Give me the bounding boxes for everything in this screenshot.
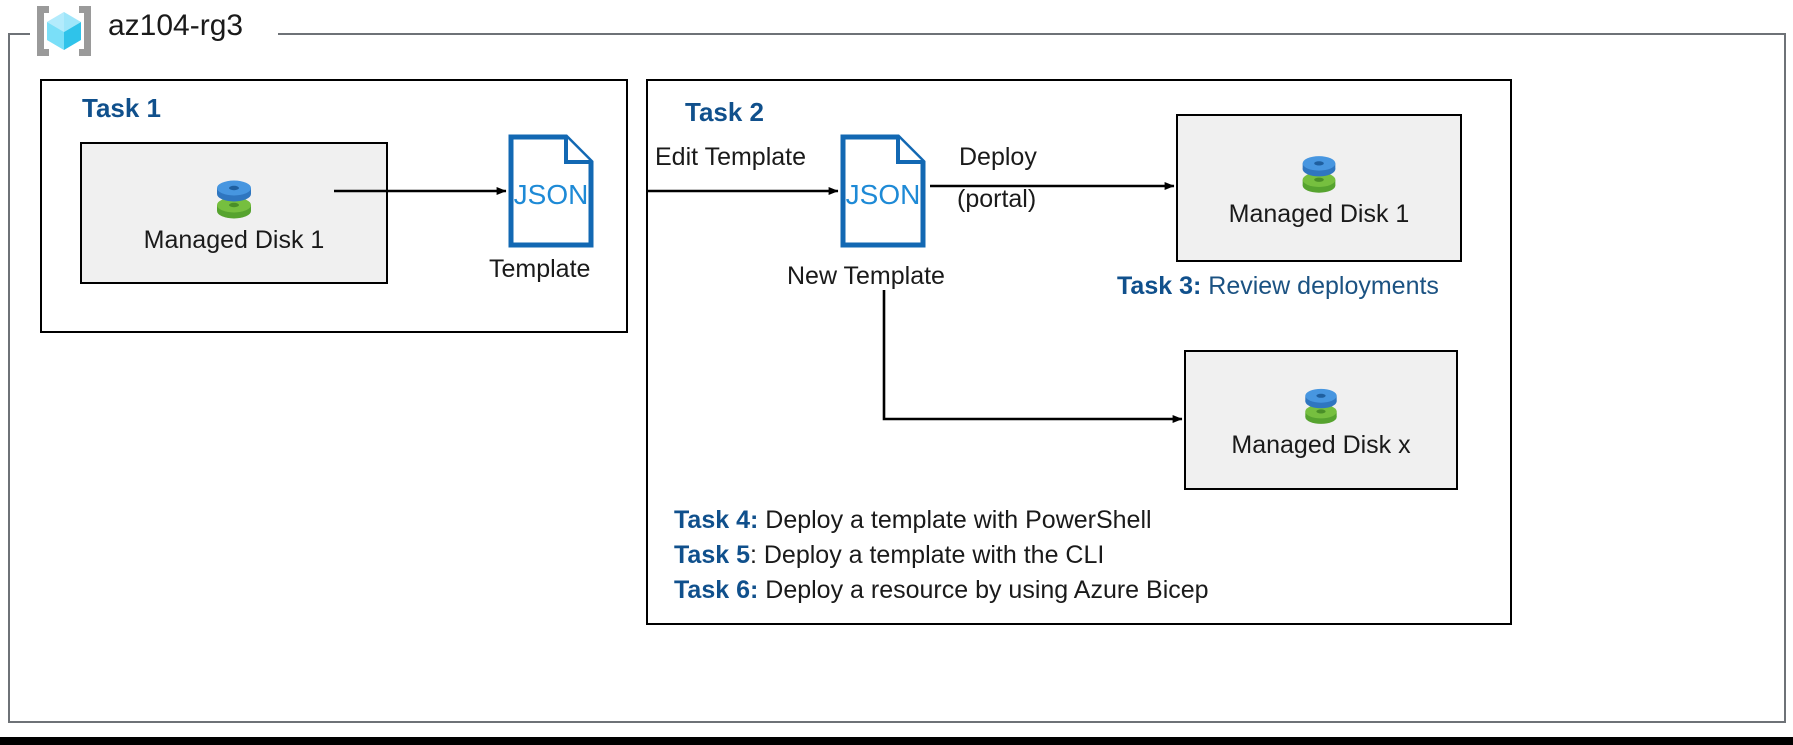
json-document-icon-new-template: JSON [840,134,926,248]
resource-managed-disk-x: Managed Disk x [1184,350,1458,490]
note-task-3: Task 3: Review deployments [1117,272,1439,301]
task-2-heading: Task 2 [685,97,765,127]
note-task-4: Task 4: Deploy a template with PowerShel… [674,506,1152,535]
svg-text:JSON: JSON [514,179,589,210]
note-task-6-body: Deploy a resource by using Azure Bicep [758,576,1209,604]
page-bottom-edge [0,737,1793,745]
edge-label-edit-template: Edit Template [655,143,807,171]
note-task-3-body: Review deployments [1201,272,1439,300]
resource-label: Managed Disk 1 [143,225,325,254]
resource-group-frame-top-right [278,33,1786,35]
resource-label: Managed Disk x [1231,430,1411,459]
svg-text:JSON: JSON [846,179,921,210]
note-task-5-key: Task 5 [674,541,750,569]
managed-disk-icon [1297,381,1345,429]
resource-managed-disk-1-task2: Managed Disk 1 [1176,114,1462,262]
note-task-3-key: Task 3: [1117,272,1202,300]
edge-label-deploy: Deploy [959,143,1037,171]
resource-managed-disk-1-task1: Managed Disk 1 [80,142,388,284]
json-document-icon-template: JSON [508,134,594,248]
task-1-heading: Task 1 [82,93,162,123]
resource-label: Managed Disk 1 [1228,199,1410,228]
note-task-5-body: : Deploy a template with the CLI [749,541,1105,569]
edge-label-deploy-portal: (portal) [957,185,1037,213]
template-caption: Template [489,255,591,283]
note-task-6: Task 6: Deploy a resource by using Azure… [674,576,1209,605]
managed-disk-icon [1294,148,1344,198]
azure-resource-group-icon [33,2,95,60]
note-task-4-key: Task 4: [674,506,759,534]
note-task-5: Task 5: Deploy a template with the CLI [674,541,1104,570]
new-template-caption: New Template [787,262,945,290]
resource-group-frame [8,33,1786,723]
resource-group-frame-top-left [8,33,30,35]
note-task-4-body: Deploy a template with PowerShell [758,506,1152,534]
managed-disk-icon [208,172,260,224]
note-task-6-key: Task 6: [674,576,759,604]
resource-group-name: az104-rg3 [108,9,244,42]
